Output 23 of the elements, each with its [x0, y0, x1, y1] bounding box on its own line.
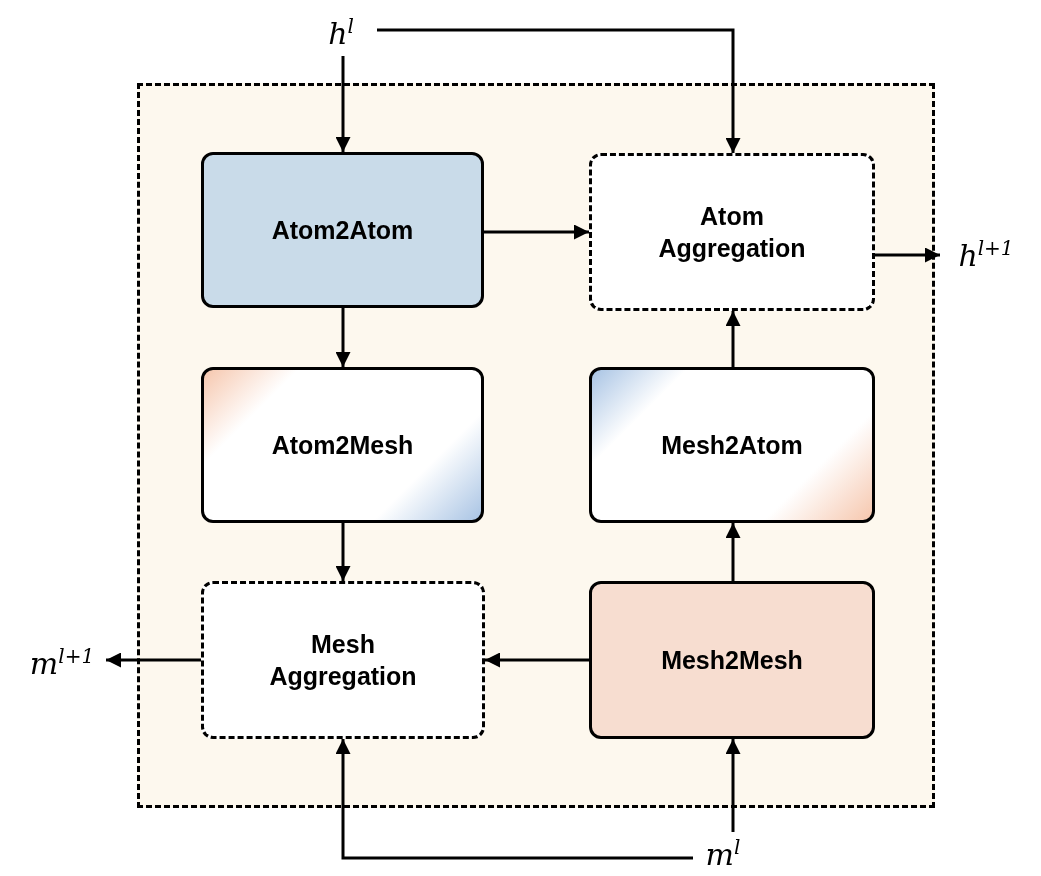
process-box: Atom2Atom [201, 152, 484, 308]
dashed-container-box [137, 83, 935, 808]
arrow [106, 652, 201, 668]
arrow [725, 739, 741, 832]
aggregation-box: Mesh Aggregation [201, 581, 485, 739]
arrow [335, 308, 351, 367]
arrow [377, 28, 741, 153]
variable-label: h$^{l+1}$ [940, 230, 1032, 278]
arrow [485, 652, 589, 668]
variable-label: m$^{l}$ [693, 832, 753, 874]
arrow [875, 247, 940, 263]
aggregation-box: Atom Aggregation [589, 153, 875, 311]
arrow [335, 739, 693, 860]
arrow [335, 523, 351, 581]
process-box: Mesh2Mesh [589, 581, 875, 739]
arrow [725, 311, 741, 367]
process-box: Atom2Mesh [201, 367, 484, 523]
variable-label: h$^{l}$ [305, 8, 377, 56]
process-box: Mesh2Atom [589, 367, 875, 523]
arrow [335, 56, 351, 152]
arrow [484, 224, 589, 240]
arrow [725, 523, 741, 581]
variable-label: m$^{l+1}$ [18, 638, 106, 686]
